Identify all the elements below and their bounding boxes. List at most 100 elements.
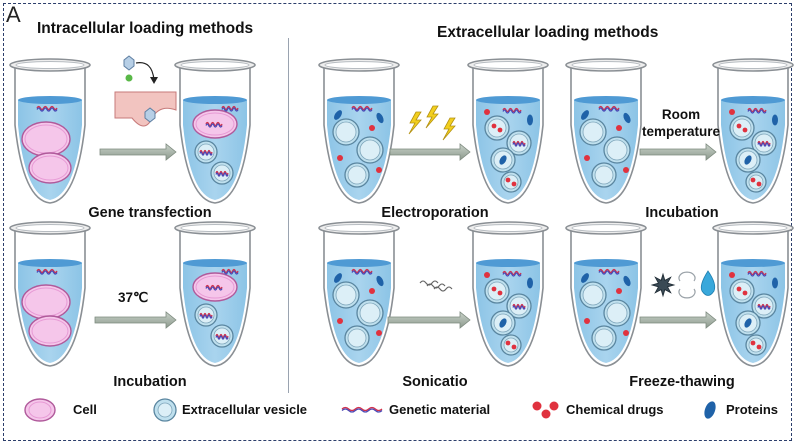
dna-strand-blue [36,270,58,275]
sound-wave-icon [426,283,446,289]
cell-membrane-inner [31,155,69,181]
drug-dot [484,272,490,278]
room-temperature-line2: temperature [642,124,721,139]
vesicle-inner [606,139,628,161]
liquid-surface [476,96,540,104]
drug-dot [729,109,735,115]
drug-dot [511,181,517,187]
drug-dot [584,155,590,161]
process-arrow [99,143,177,161]
cell-membrane-inner [195,112,235,136]
tube-start-body [14,65,86,204]
drug-dot [742,290,748,296]
caption-extracellular-incubation: Incubation [645,205,719,221]
drug-dot [376,330,382,336]
tube-end-body [717,65,789,204]
drug-dot [750,340,756,346]
receptor-dot [125,74,133,82]
protein-blob [376,112,384,124]
drug-dot [337,318,343,324]
drug-dot [756,344,762,350]
dna-strand-blue [205,123,223,128]
process-arrow [389,143,471,161]
dna-strand-blue [351,270,373,275]
scene-freeze-thawing [565,221,794,367]
heading-intracellular: Intracellular loading methods [37,20,254,37]
drug-dot [505,177,511,183]
drug-dot [337,155,343,161]
drug-dot [616,125,622,131]
drug-dot [623,330,629,336]
vesicle-inner [748,337,764,353]
cell-body [21,284,71,320]
protein-blob [581,110,589,120]
tube-end-opening [473,224,543,232]
tube-end-opening [718,224,788,232]
drug-dot [497,127,503,133]
scene-gene-transfection [9,55,256,204]
liquid-surface [721,259,785,267]
legend-cell-label: Cell [73,402,97,417]
protein-blob [334,110,342,120]
dna-strand-blue [36,107,58,112]
scene-intracellular-incubation [9,221,256,367]
dna-strand-blue [502,272,522,277]
dna-strand-blue [757,142,771,147]
legend [24,398,716,422]
drug-dot [505,340,511,346]
protein-blob [334,273,342,283]
process-arrow [639,143,717,161]
drug-dot [742,127,748,133]
legend-vesicle-icon-inner [157,402,173,418]
cell-membrane-inner [195,275,235,299]
snowflake-icon [650,272,676,298]
cell-membrane-inner [31,318,69,344]
vesicle-inner [594,165,614,185]
tube-end-opening [180,224,250,232]
tube-end-body [472,228,544,367]
tube-start-opening [571,61,641,69]
vesicle-inner [503,337,519,353]
protein-blob [772,114,778,126]
vesicle-inner [582,284,604,306]
liquid-surface [183,259,247,267]
dna-strand-red [598,268,620,274]
dna-strand-blue [598,107,620,112]
process-arrow [387,311,471,329]
protein-blob [527,114,533,126]
tube-end-body [179,228,251,367]
scene-electroporation [318,58,549,204]
legend-drug-icon [541,409,551,419]
internalized-vector [144,107,156,123]
protein-blob [527,277,533,289]
cell-body [21,121,71,157]
virus-vector [123,55,135,71]
caption-intracellular-incubation: Incubation [113,374,187,390]
dna-strand-blue [512,142,526,147]
cell-body [28,315,72,347]
cycle-arrow-icon [678,271,696,282]
tube-start-opening [324,224,394,232]
legend-drug-icon [549,401,559,411]
cell-body [28,152,72,184]
legend-cell-icon-inner [28,401,52,419]
dna-strand-red [221,268,239,274]
dna-strand-blue [199,151,213,156]
drug-dot [736,286,742,292]
drug-dot [623,167,629,173]
caption-gene-transfection: Gene transfection [88,205,212,221]
room-temperature-line1: Room [661,107,701,122]
drug-dot [511,344,517,350]
process-arrow [639,311,717,329]
tube-end-body [717,228,789,367]
protein-blob [623,275,631,287]
room-temperature-label: Room temperature [642,106,720,140]
dna-strand-blue [215,335,229,340]
drug-dot [497,290,503,296]
tube-end-body [179,65,251,204]
sound-wave-icon [433,286,453,292]
vesicle-inner [335,121,357,143]
dna-strand-red [747,107,767,113]
dna-strand-blue [747,109,767,114]
